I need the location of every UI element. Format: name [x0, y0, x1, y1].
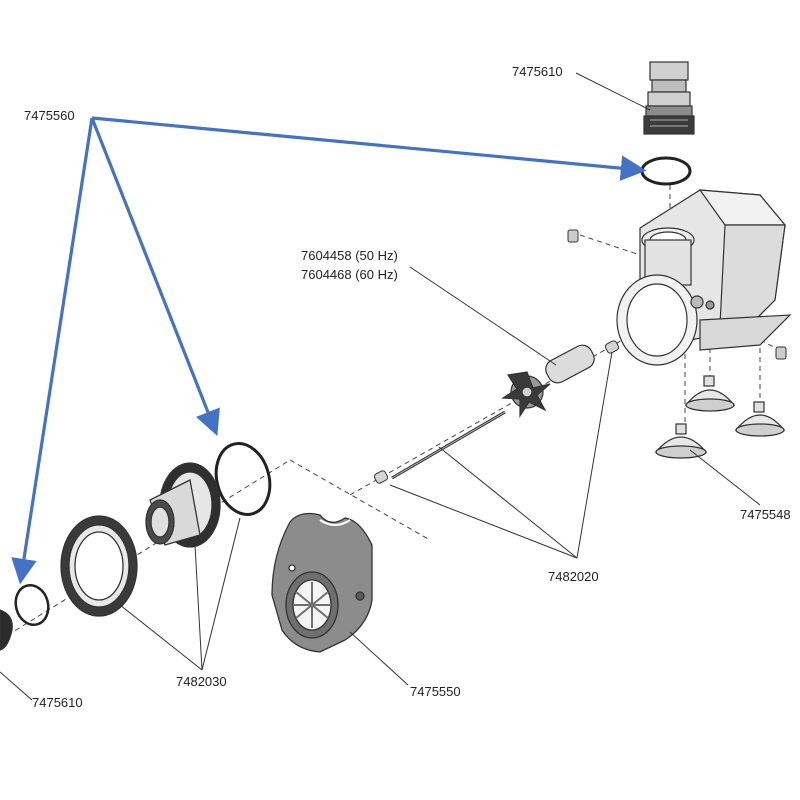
leader-lines — [0, 72, 761, 701]
body-screws — [567, 229, 787, 360]
label-suction-cups: 7475548 — [740, 507, 791, 522]
label-hose-adapter-bottom: 7475610 — [32, 695, 83, 710]
arrow-to-bottom-o-ring — [11, 117, 94, 585]
label-impeller-60hz: 7604468 (60 Hz) — [301, 267, 398, 282]
label-axle-bearings: 7482020 — [548, 569, 599, 584]
label-oring-set: 7475560 — [24, 108, 75, 123]
o-ring-middle — [214, 442, 272, 516]
suction-cup-1 — [684, 375, 736, 412]
label-impeller-50hz: 7604458 (50 Hz) — [301, 248, 398, 263]
callout-arrows — [11, 116, 647, 585]
arrow-to-top-o-ring — [91, 116, 647, 181]
front-cover — [271, 512, 373, 653]
o-ring-bottom — [14, 583, 50, 627]
label-front-cover: 7475550 — [410, 684, 461, 699]
arrow-to-middle-o-ring — [90, 117, 220, 436]
hose-adapter-top — [643, 61, 695, 135]
label-hose-adapter-top: 7475610 — [512, 64, 563, 79]
axle-bearings — [373, 340, 620, 484]
locking-ring — [60, 515, 138, 617]
hose-adapter-bottom — [0, 609, 13, 651]
suction-cups — [654, 375, 786, 459]
intake-nozzle — [145, 462, 221, 548]
impeller — [501, 344, 595, 419]
o-ring-top — [640, 156, 692, 186]
suction-cup-2 — [734, 401, 786, 437]
suction-cup-3 — [654, 423, 708, 459]
pump-motor-body — [616, 189, 792, 366]
label-intake-parts: 7482030 — [176, 674, 227, 689]
